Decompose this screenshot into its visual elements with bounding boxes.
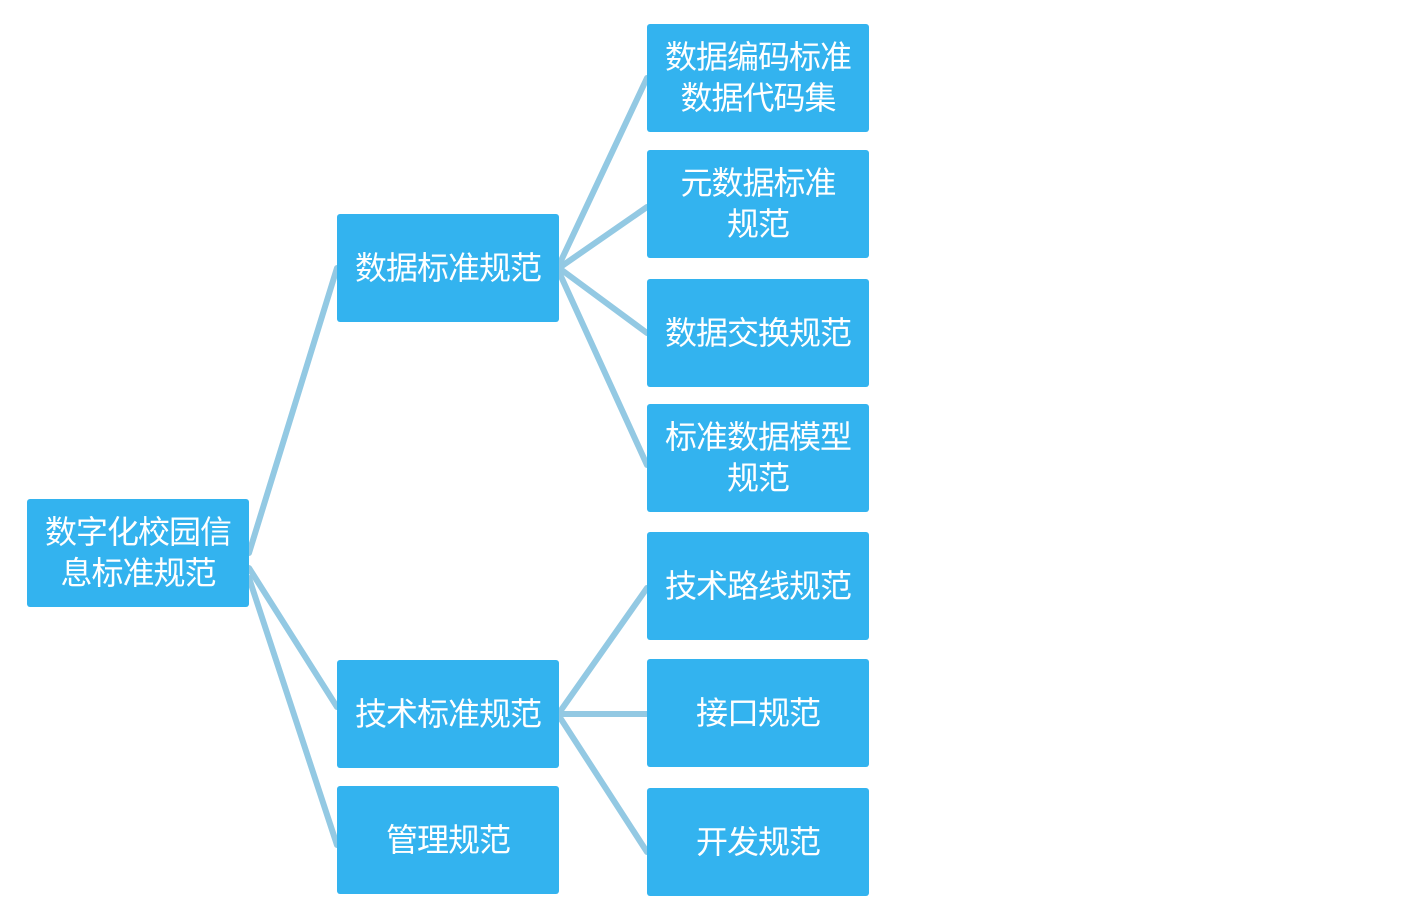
connector-data-to-model (556, 269, 650, 468)
data-standard-label: 数据标准规范 (354, 248, 542, 287)
development-node: 开发规范 (647, 788, 869, 896)
data-exchange-node: 数据交换规范 (647, 279, 869, 387)
root-node-label: 数字化校园信 息标准规范 (44, 513, 232, 592)
data-encoding-node: 数据编码标准 数据代码集 (647, 24, 869, 132)
data-standard-node: 数据标准规范 (337, 214, 559, 322)
data-model-node: 标准数据模型 规范 (647, 404, 869, 512)
connector-root-to-management (246, 575, 340, 848)
metadata-label: 元数据标准 规范 (680, 164, 836, 243)
data-encoding-label: 数据编码标准 数据代码集 (664, 38, 852, 117)
connector-root-to-data-standard (246, 265, 340, 556)
connector-data-to-metadata (556, 204, 650, 271)
management-label: 管理规范 (385, 820, 511, 859)
tech-standard-node: 技术标准规范 (337, 660, 559, 768)
data-exchange-label: 数据交换规范 (664, 313, 852, 352)
tech-route-label: 技术路线规范 (664, 566, 852, 605)
connector-data-to-encoding (556, 75, 650, 268)
connector-root-to-tech-standard (246, 565, 340, 710)
interface-label: 接口规范 (695, 693, 821, 732)
tech-route-node: 技术路线规范 (647, 532, 869, 640)
development-label: 开发规范 (695, 822, 821, 861)
tech-standard-label: 技术标准规范 (354, 694, 542, 733)
metadata-node: 元数据标准 规范 (647, 150, 869, 258)
root-node: 数字化校园信 息标准规范 (27, 499, 249, 607)
interface-node: 接口规范 (647, 659, 869, 767)
connector-tech-to-route (556, 585, 650, 716)
connector-tech-to-development (556, 713, 650, 855)
management-node: 管理规范 (337, 786, 559, 894)
connector-data-to-exchange (556, 265, 650, 336)
data-model-label: 标准数据模型 规范 (664, 418, 852, 497)
